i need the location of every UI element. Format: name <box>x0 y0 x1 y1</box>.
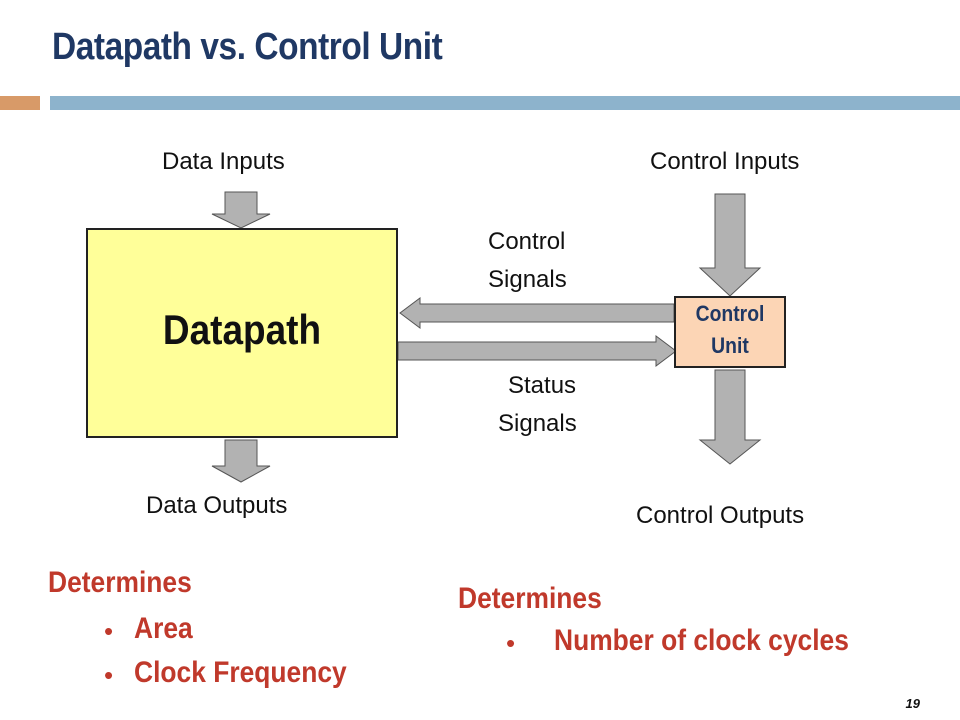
control-output-arrow <box>698 369 762 465</box>
data-output-arrow <box>211 439 271 483</box>
control-inputs-label: Control Inputs <box>650 148 800 175</box>
control-unit-label: Control Unit <box>681 298 780 362</box>
accent-bar-left <box>0 96 40 110</box>
page-number: 19 <box>905 696 920 711</box>
right-notes-heading: Determines <box>458 582 602 615</box>
control-unit-box <box>674 296 786 368</box>
control-signals-arrow <box>399 297 675 329</box>
data-input-arrow <box>211 191 271 229</box>
right-bullet-1: • <box>506 628 516 658</box>
control-unit-label-line2: Unit <box>711 333 749 358</box>
status-signals-label-line1: Status <box>508 372 577 399</box>
left-bullet-1: • <box>104 616 114 646</box>
left-notes-item-area: Area <box>134 612 193 645</box>
datapath-label: Datapath <box>162 306 322 353</box>
control-input-arrow <box>698 193 762 297</box>
data-inputs-label: Data Inputs <box>162 148 285 175</box>
left-notes-item-clock-frequency: Clock Frequency <box>134 656 347 689</box>
control-signals-label-line2: Signals <box>488 266 567 293</box>
data-outputs-label: Data Outputs <box>146 492 288 519</box>
accent-bar-right <box>50 96 960 110</box>
slide-title: Datapath vs. Control Unit <box>52 26 443 68</box>
left-bullet-2: • <box>104 660 114 690</box>
control-signals-label-line1: Control <box>488 228 566 255</box>
status-signals-label-line2: Signals <box>498 410 577 437</box>
control-unit-label-line1: Control <box>695 301 765 326</box>
datapath-box <box>86 228 398 438</box>
status-signals-arrow <box>397 335 677 367</box>
right-notes-item-clock-cycles: Number of clock cycles <box>554 624 849 657</box>
left-notes-heading: Determines <box>48 566 192 599</box>
control-outputs-label: Control Outputs <box>636 502 805 529</box>
